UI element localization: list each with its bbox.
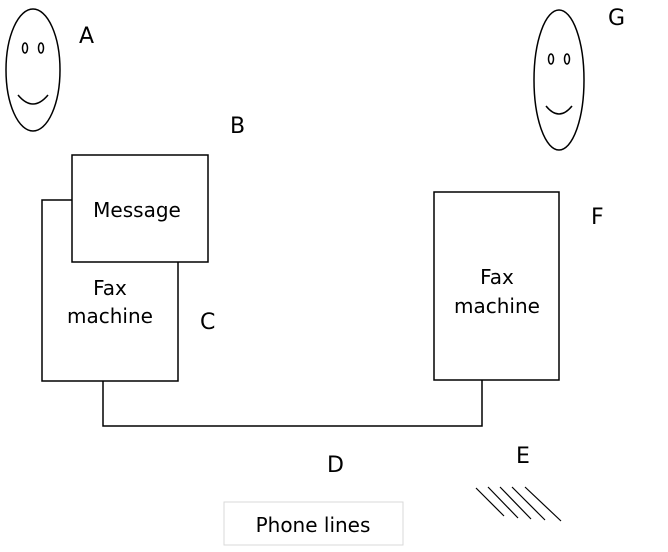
label-f: F bbox=[591, 205, 604, 230]
message-document bbox=[71, 154, 209, 263]
receiver-fax-label-line1: Fax bbox=[480, 265, 514, 289]
message-label: Message bbox=[93, 198, 181, 222]
label-b: B bbox=[230, 114, 245, 139]
sender-face-icon bbox=[5, 8, 61, 132]
receiver-face-icon bbox=[533, 9, 585, 151]
label-c: C bbox=[200, 310, 215, 335]
hatch-lines-icon bbox=[475, 486, 562, 522]
phone-lines-caption-box bbox=[223, 501, 404, 546]
receiver-fax-machine bbox=[433, 191, 560, 381]
label-g: G bbox=[608, 6, 625, 31]
phone-lines-caption: Phone lines bbox=[256, 513, 371, 537]
phone-line-connection bbox=[102, 380, 483, 427]
label-d: D bbox=[327, 453, 344, 478]
label-e: E bbox=[516, 444, 530, 469]
receiver-fax-label-line2: machine bbox=[454, 294, 540, 318]
sender-fax-label-line1: Fax bbox=[93, 276, 127, 300]
sender-fax-label-line2: machine bbox=[67, 304, 153, 328]
label-a: A bbox=[79, 24, 94, 49]
